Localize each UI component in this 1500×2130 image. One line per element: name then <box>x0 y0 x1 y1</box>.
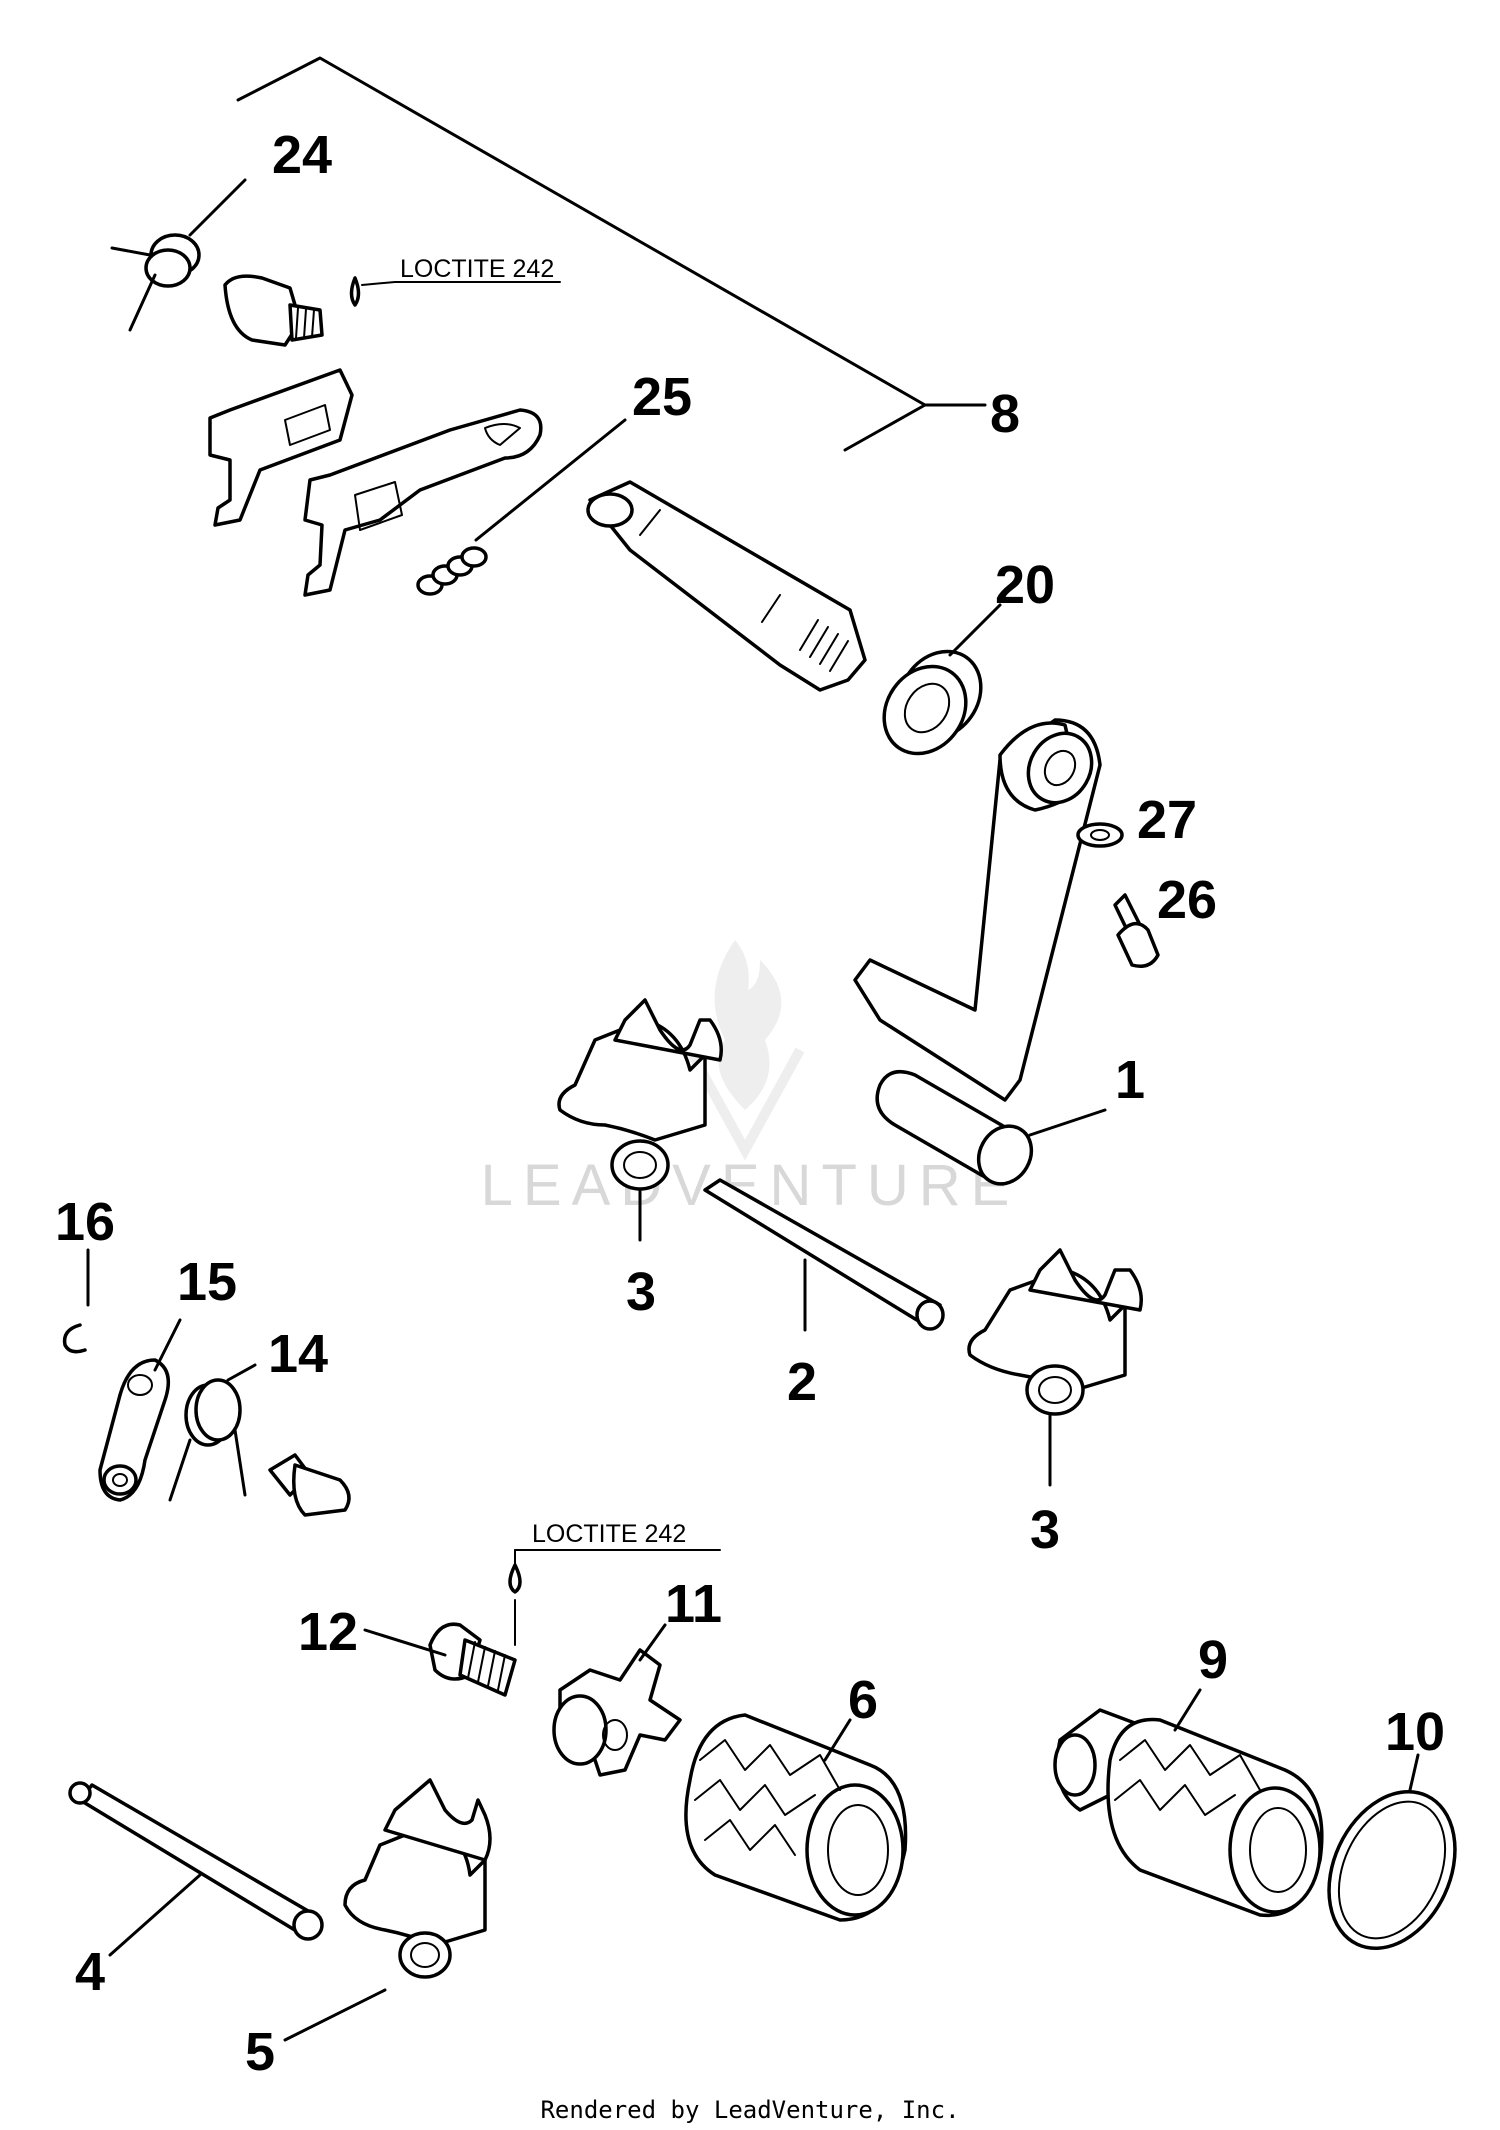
callout-14: 14 <box>268 1324 328 1384</box>
loctite-note-bottom: LOCTITE 242 <box>532 1520 686 1548</box>
part-3-shift-fork-upper <box>557 998 723 1191</box>
callout-8: 8 <box>990 384 1020 444</box>
callout-27: 27 <box>1137 790 1197 850</box>
part-9-shift-drum <box>1053 1708 1324 1918</box>
leader-loctite-top <box>361 281 396 286</box>
callout-3a: 3 <box>626 1262 656 1322</box>
watermark-logo <box>685 940 805 1161</box>
part-5-shift-fork <box>343 1778 492 1979</box>
loctite-note-top: LOCTITE 242 <box>400 255 554 283</box>
leader-10 <box>1408 1753 1420 1792</box>
part-6-shift-drum <box>684 1713 908 1922</box>
callout-16: 16 <box>55 1192 115 1252</box>
leader-4 <box>108 1873 202 1957</box>
part-24-spring <box>110 233 201 332</box>
part-shift-plate-b <box>303 408 543 597</box>
callout-25: 25 <box>632 367 692 427</box>
part-15-link <box>98 1358 171 1502</box>
part-11-star-cam <box>552 1648 682 1777</box>
callout-15: 15 <box>177 1252 237 1312</box>
part-26-bolt <box>1113 893 1160 968</box>
callout-12: 12 <box>298 1602 358 1662</box>
part-3-shift-fork-lower <box>967 1248 1143 1416</box>
callout-6: 6 <box>848 1670 878 1730</box>
callout-1: 1 <box>1115 1050 1145 1110</box>
part-shift-plate-a <box>208 368 354 527</box>
leader-6 <box>823 1718 852 1762</box>
part-27-washer <box>1076 822 1124 848</box>
leader-20 <box>948 603 1002 657</box>
part-25-spring <box>416 546 488 596</box>
footer-credit: Rendered by LeadVenture, Inc. <box>540 2096 959 2124</box>
part-20-seal <box>882 649 983 756</box>
callout-20: 20 <box>995 555 1055 615</box>
leader-5 <box>283 1988 387 2042</box>
part-24-plunger <box>223 274 361 347</box>
callout-10: 10 <box>1385 1702 1445 1762</box>
part-16-clip <box>62 1323 87 1354</box>
callout-2: 2 <box>787 1352 817 1412</box>
leader-25 <box>474 418 627 542</box>
assembly-bracket-8 <box>236 56 987 452</box>
callout-11: 11 <box>665 1574 722 1634</box>
leader-24 <box>188 178 247 237</box>
callout-3b: 3 <box>1030 1500 1060 1560</box>
callout-9: 9 <box>1198 1630 1228 1690</box>
part-2-rod <box>703 1178 945 1331</box>
leader-9 <box>1173 1688 1202 1732</box>
callout-26: 26 <box>1157 870 1217 930</box>
leader-11 <box>638 1623 667 1662</box>
part-14-spring <box>168 1378 247 1502</box>
callout-4: 4 <box>75 1942 105 2002</box>
leader-1 <box>1028 1108 1107 1137</box>
leader-14 <box>226 1363 257 1382</box>
leader-15 <box>153 1318 182 1372</box>
part-14-bolt <box>268 1453 351 1517</box>
part-1-shift-lever <box>853 718 1102 1186</box>
callout-5: 5 <box>245 2022 275 2082</box>
part-12-bolt <box>428 1563 522 1697</box>
part-shift-shaft <box>586 480 867 692</box>
part-4-rod <box>68 1781 324 1941</box>
leader-12 <box>363 1628 447 1657</box>
part-10-ring <box>1327 1789 1457 1951</box>
callout-24: 24 <box>272 125 332 185</box>
